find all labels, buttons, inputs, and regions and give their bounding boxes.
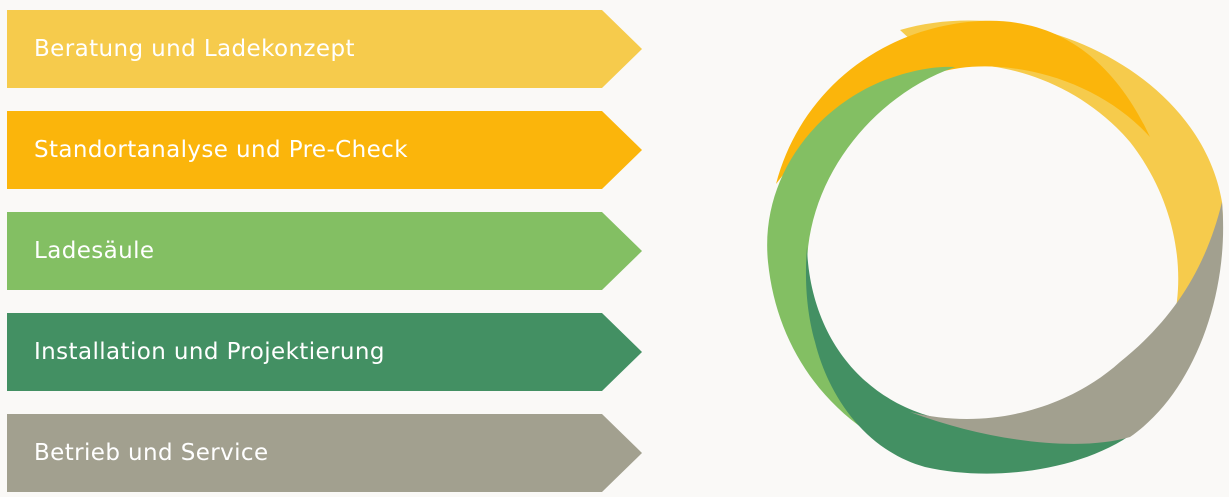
step-beratung: Beratung und Ladekonzept (7, 10, 642, 88)
step-label: Betrieb und Service (34, 440, 269, 466)
ring-segment-ladesaeule (767, 66, 955, 430)
step-ladesaeule: Ladesäule (7, 212, 642, 290)
step-label: Beratung und Ladekonzept (34, 36, 355, 62)
cycle-ring (767, 20, 1224, 474)
step-label: Ladesäule (34, 238, 155, 264)
step-standortanalyse: Standortanalyse und Pre-Check (7, 111, 642, 189)
step-installation: Installation und Projektierung (7, 313, 642, 391)
ring-segment-betrieb (910, 202, 1224, 444)
step-betrieb: Betrieb und Service (7, 414, 642, 492)
ring-segment-beratung (900, 20, 1223, 357)
ring-segment-standortanalyse (776, 20, 1150, 184)
step-label: Installation und Projektierung (34, 339, 385, 365)
process-steps: Beratung und Ladekonzept Standortanalyse… (7, 10, 642, 492)
step-label: Standortanalyse und Pre-Check (34, 137, 408, 163)
ring-segment-installation (805, 247, 1135, 474)
